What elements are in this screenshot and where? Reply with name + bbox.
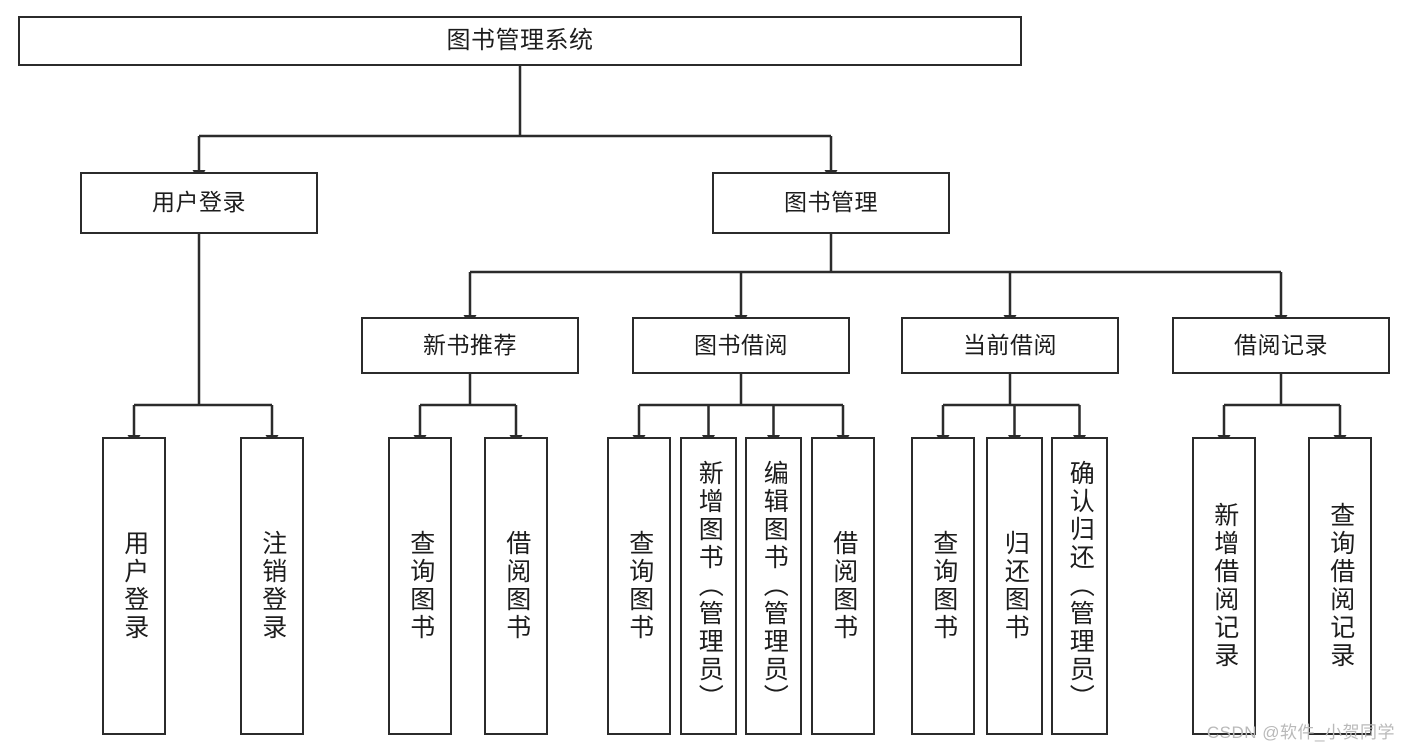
node-label: 查询图书 [406,530,435,642]
node-label: 借阅图书 [502,530,531,642]
node-label: 编辑图书（管理员） [760,460,789,712]
node-label: 新增图书（管理员） [695,460,724,712]
node-label: 归还图书 [1001,530,1030,642]
node-label: 借阅记录 [1234,331,1328,358]
node-label: 查询图书 [929,530,958,642]
node-label: 当前借阅 [963,331,1057,358]
node-newbook[interactable]: 新书推荐 [361,317,579,374]
node-records-1[interactable]: 新增借阅记录 [1192,437,1256,735]
node-label: 确认归还（管理员） [1066,460,1095,712]
watermark: CSDN @软件_小贺同学 [1206,723,1395,742]
node-label: 图书管理 [784,189,878,216]
node-label: 图书借阅 [694,331,788,358]
node-records-2[interactable]: 查询借阅记录 [1308,437,1372,735]
node-borrow-3[interactable]: 编辑图书（管理员） [745,437,802,735]
node-login-1[interactable]: 用户登录 [102,437,166,735]
node-label: 查询图书 [625,530,654,642]
node-newbook-1[interactable]: 查询图书 [388,437,452,735]
node-records[interactable]: 借阅记录 [1172,317,1390,374]
node-current-3[interactable]: 确认归还（管理员） [1051,437,1108,735]
node-label: 用户登录 [152,189,246,216]
node-borrow[interactable]: 图书借阅 [632,317,850,374]
node-current-1[interactable]: 查询图书 [911,437,975,735]
node-borrow-2[interactable]: 新增图书（管理员） [680,437,737,735]
node-borrow-1[interactable]: 查询图书 [607,437,671,735]
node-bookmgmt[interactable]: 图书管理 [712,172,950,234]
node-label: 新书推荐 [423,331,517,358]
node-login-2[interactable]: 注销登录 [240,437,304,735]
node-label: 查询借阅记录 [1326,502,1355,670]
node-label: 借阅图书 [829,530,858,642]
node-borrow-4[interactable]: 借阅图书 [811,437,875,735]
node-current[interactable]: 当前借阅 [901,317,1119,374]
node-login[interactable]: 用户登录 [80,172,318,234]
node-label: 图书管理系统 [446,26,594,54]
node-label: 用户登录 [120,530,149,642]
node-current-2[interactable]: 归还图书 [986,437,1043,735]
node-label: 新增借阅记录 [1210,502,1239,670]
node-label: 注销登录 [258,530,287,642]
node-root[interactable]: 图书管理系统 [18,16,1022,66]
node-newbook-2[interactable]: 借阅图书 [484,437,548,735]
